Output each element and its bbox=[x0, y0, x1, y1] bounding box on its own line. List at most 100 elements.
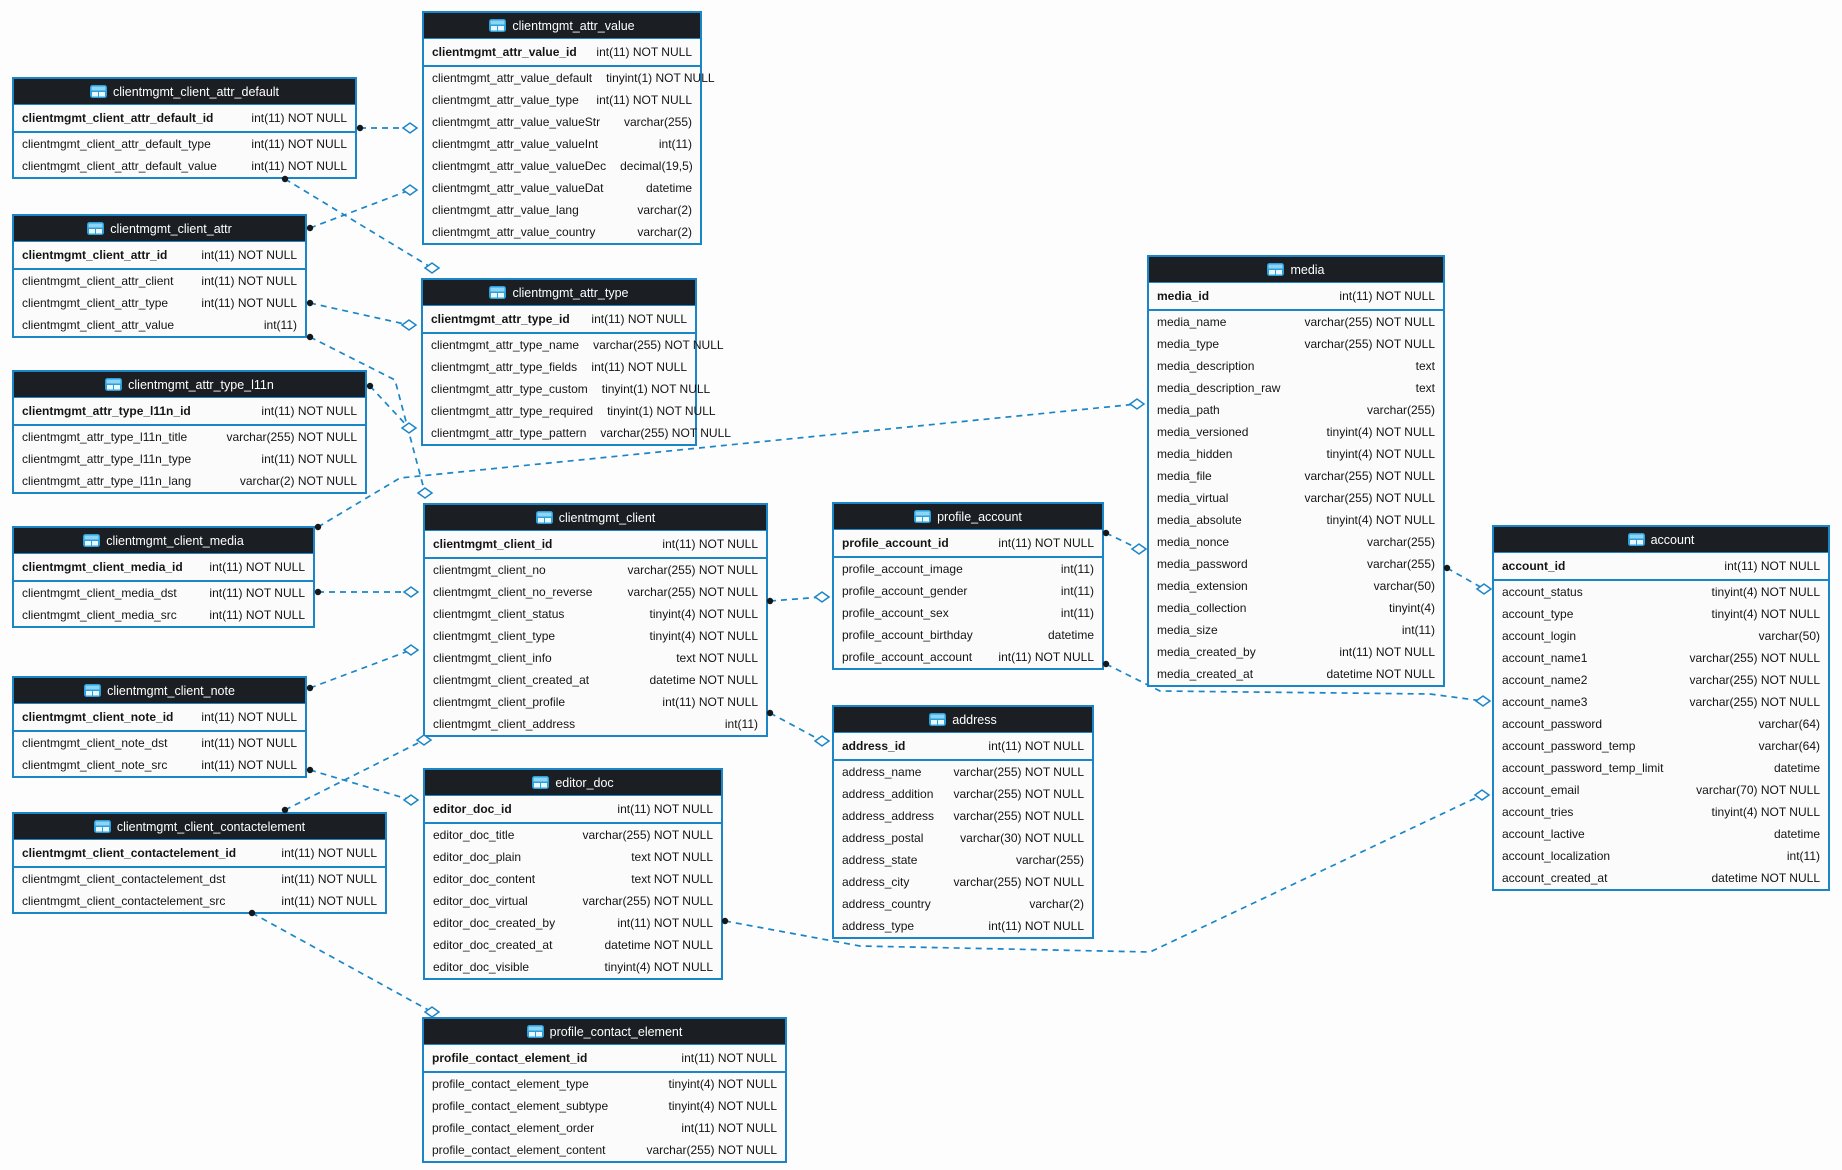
table-header[interactable]: clientmgmt_attr_type_l11n bbox=[14, 372, 365, 398]
relationship-clientmgmt_client_attr-to-clientmgmt_attr_value[interactable] bbox=[306, 184, 419, 232]
table-header[interactable]: clientmgmt_attr_value bbox=[424, 13, 700, 39]
relationship-line[interactable] bbox=[309, 769, 412, 801]
relationship-clientmgmt_client_attr-to-clientmgmt_attr_type[interactable] bbox=[306, 299, 418, 331]
table-header[interactable]: clientmgmt_attr_type bbox=[423, 280, 695, 306]
relationship-media-to-account[interactable] bbox=[1443, 564, 1493, 595]
relationship-line[interactable] bbox=[769, 596, 823, 602]
table-header[interactable]: clientmgmt_client_contactelement bbox=[14, 814, 385, 840]
table-header[interactable]: clientmgmt_client_attr bbox=[14, 216, 305, 242]
table-header[interactable]: media bbox=[1149, 257, 1443, 283]
table-header[interactable]: account bbox=[1494, 527, 1828, 553]
relationship-clientmgmt_client_note-to-editor_doc[interactable] bbox=[306, 766, 420, 806]
relationship-line[interactable] bbox=[284, 178, 433, 269]
relationship-clientmgmt_client-to-profile_account[interactable] bbox=[766, 591, 831, 605]
relationship-clientmgmt_attr_type_l11n-to-clientmgmt_attr_type[interactable] bbox=[366, 382, 418, 434]
relationship-clientmgmt_client_attr_default-to-clientmgmt_attr_value[interactable] bbox=[356, 122, 419, 134]
relationship-line[interactable] bbox=[369, 385, 410, 429]
relationship-line[interactable] bbox=[251, 912, 433, 1013]
relationship-line[interactable] bbox=[1446, 567, 1485, 590]
relationship-profile_account-to-media[interactable] bbox=[1102, 529, 1148, 555]
table-header[interactable]: address bbox=[834, 707, 1092, 733]
relationship-clientmgmt_client_note-to-clientmgmt_client[interactable] bbox=[306, 644, 420, 692]
table-header[interactable]: clientmgmt_client_note bbox=[14, 678, 305, 704]
table-header[interactable]: editor_doc bbox=[425, 770, 721, 796]
table-header[interactable]: clientmgmt_client_attr_default bbox=[14, 79, 355, 105]
relationship-line[interactable] bbox=[309, 189, 411, 229]
relationship-line[interactable] bbox=[309, 302, 410, 326]
